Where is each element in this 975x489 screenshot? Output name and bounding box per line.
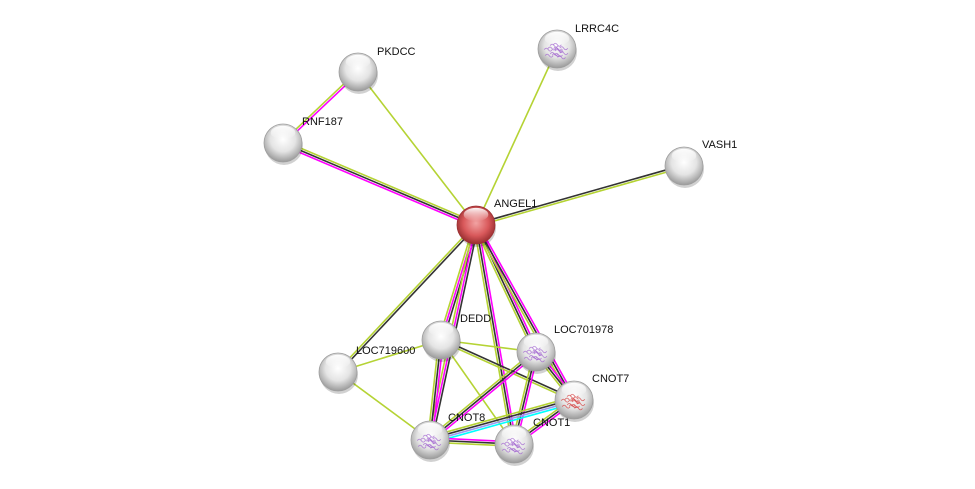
edge-line-textmining: [357, 71, 477, 226]
node-angel1[interactable]: ANGEL1: [456, 198, 537, 247]
node-label: ANGEL1: [494, 198, 537, 210]
edge-line-coexpression: [475, 164, 684, 225]
node-label: RNF187: [302, 116, 343, 128]
node-label: CNOT1: [533, 417, 570, 429]
node-highlight: [671, 148, 697, 163]
edge-angel1-loc719600[interactable]: [336, 223, 478, 374]
node-highlight: [270, 125, 296, 140]
edge-line-textmining: [428, 396, 574, 438]
node-highlight: [325, 354, 351, 369]
edge-line-coexpression: [282, 142, 477, 226]
node-dedd[interactable]: DEDD: [421, 313, 491, 362]
edge-angel1-lrrc4c[interactable]: [475, 48, 558, 226]
protein-structure-icon: [560, 393, 586, 411]
edge-angel1-pkdcc[interactable]: [357, 71, 477, 226]
edge-angel1-rnf187[interactable]: [281, 140, 478, 228]
edge-line-coexpression: [338, 225, 478, 374]
edge-line-textmining: [473, 225, 573, 402]
node-rnf187[interactable]: RNF187: [263, 116, 343, 165]
edge-loc701978-cnot8[interactable]: [428, 349, 538, 443]
node-highlight: [544, 31, 570, 46]
edge-line-homology: [430, 400, 575, 442]
protein-structure-icon: [543, 42, 569, 60]
edge-cnot7-cnot8[interactable]: [428, 396, 576, 444]
node-highlight: [463, 207, 489, 222]
node-highlight: [428, 322, 454, 337]
edge-line-textmining: [476, 166, 685, 227]
node-highlight: [561, 382, 587, 397]
node-highlight: [523, 334, 549, 349]
node-lrrc4c[interactable]: LRRC4C: [537, 23, 619, 71]
edge-line-coexpression: [475, 224, 575, 401]
node-label: PKDCC: [377, 46, 416, 58]
edge-dedd-cnot1[interactable]: [440, 339, 515, 445]
edge-line-coexpression: [429, 351, 537, 441]
node-highlight: [501, 426, 527, 441]
edge-line-experiments: [430, 353, 538, 443]
edge-line-coexpression: [441, 338, 575, 400]
node-loc719600[interactable]: LOC719600: [318, 345, 415, 394]
node-loc701978[interactable]: LOC701978: [516, 324, 613, 374]
node-cnot8[interactable]: CNOT8: [410, 412, 485, 462]
node-label: LOC701978: [554, 324, 613, 336]
edge-angel1-vash1[interactable]: [475, 164, 685, 227]
node-vash1[interactable]: VASH1: [664, 139, 737, 188]
edge-line-textmining: [473, 225, 535, 354]
edge-line-textmining: [475, 48, 558, 226]
edge-line-textmining: [440, 339, 515, 445]
edge-line-coexpression: [475, 224, 515, 445]
edge-line-textmining: [283, 140, 478, 224]
edge-angel1-cnot1[interactable]: [473, 224, 517, 445]
node-label: LOC719600: [356, 345, 415, 357]
protein-structure-icon: [500, 437, 526, 455]
node-highlight: [417, 422, 443, 437]
edge-line-textmining: [440, 340, 574, 402]
node-label: DEDD: [460, 313, 491, 325]
edge-line-experiments: [281, 144, 476, 228]
node-label: VASH1: [702, 139, 737, 151]
node-label: LRRC4C: [575, 23, 619, 35]
node-label: CNOT8: [448, 412, 485, 424]
edge-line-experiments: [477, 223, 577, 400]
edge-line-textmining: [336, 223, 476, 372]
edge-dedd-cnot7[interactable]: [440, 338, 575, 402]
node-cnot1[interactable]: CNOT1: [494, 417, 570, 466]
node-pkdcc[interactable]: PKDCC: [338, 46, 416, 94]
edge-line-database: [430, 402, 576, 444]
edge-line-textmining: [473, 225, 513, 445]
node-cnot7[interactable]: CNOT7: [554, 373, 629, 422]
edge-line-experiments: [477, 224, 517, 444]
edge-angel1-cnot7[interactable]: [473, 223, 577, 402]
node-label: CNOT7: [592, 373, 629, 385]
edge-line-textmining: [438, 224, 475, 340]
edge-line-coexpression: [429, 398, 574, 440]
node-highlight: [345, 54, 371, 69]
edge-line-textmining: [428, 349, 536, 439]
